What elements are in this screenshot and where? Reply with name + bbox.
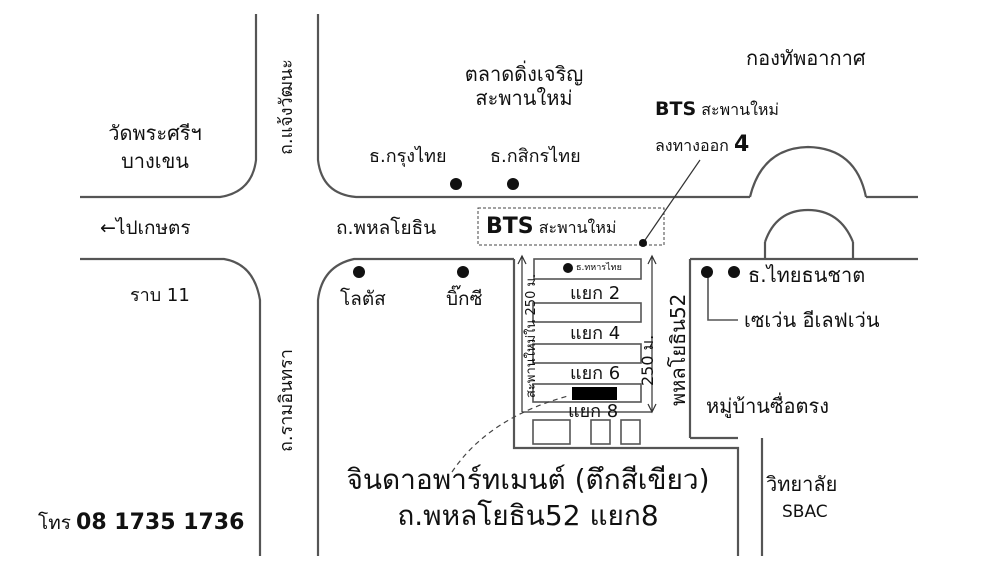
phone-label: โทร 08 1735 1736 — [38, 510, 245, 535]
roads — [80, 14, 918, 556]
kasikorn-bank-label: ธ.กสิกรไทย — [490, 146, 581, 167]
poi-dot-icon — [457, 266, 469, 278]
overpass-inner-arch — [763, 208, 855, 243]
poi-dot-icon — [563, 263, 573, 273]
poi-dot-icon — [701, 266, 713, 278]
krungthai-bank-label: ธ.กรุงไทย — [369, 146, 447, 167]
phahonyothin-top-edge-left — [80, 14, 258, 199]
market-label: ตลาดดิ่งเจริญ สะพานใหม่ — [464, 62, 584, 110]
soi-2-label: แยก 2 — [570, 283, 621, 304]
block-soi-6 — [532, 383, 642, 403]
road-phahonyothin52-label: พหลโยธิน52 — [666, 293, 690, 406]
phahonyothin-bottom-edge-mid — [316, 257, 514, 556]
apartment-label: จินดาอพาร์ทเมนต์ (ตึกสีเขียว) ถ.พหลโยธิน… — [346, 463, 710, 532]
arrow-up-icon — [517, 254, 527, 265]
poi-dot-icon — [353, 266, 365, 278]
soi-52-left-edge — [512, 259, 740, 556]
road-phahonyothin-label: ถ.พหลโยธิน — [336, 217, 437, 239]
road-chaengwattana-label: ถ.แจ้งวัฒนะ — [276, 59, 297, 155]
poi-dot-icon — [507, 178, 519, 190]
bts-station-label: BTS สะพานใหม่ — [486, 214, 617, 239]
military-bank-label: ธ.ทหารไทย — [576, 263, 622, 273]
road-ramintra-label: ถ.รามอินทรา — [276, 348, 297, 452]
distance-250-left-label: สะพานใหม่ใน 250 ม. — [524, 273, 539, 398]
soi-blocks — [532, 258, 642, 445]
seven-eleven-leader — [707, 272, 738, 321]
block-soi-4 — [532, 343, 642, 364]
poi-dot-icon — [639, 239, 647, 247]
military-bank-block — [533, 258, 642, 280]
bts-station-box — [477, 207, 665, 246]
soi-4-label: แยก 4 — [570, 323, 621, 344]
big-c-label: บิ๊กซี — [446, 288, 483, 310]
sbac-label: SBAC — [782, 502, 828, 522]
thanachart-bank-label: ธ.ไทยธนชาต — [748, 263, 866, 287]
overpass-outer-arch — [748, 145, 868, 198]
soi-6-label: แยก 6 — [570, 363, 621, 384]
phahonyothin-top-edge-mid — [316, 14, 750, 199]
temple-label: วัดพระศรีฯ บางเขน — [108, 121, 202, 173]
small-block-2 — [590, 419, 611, 445]
poi-dot-icon — [728, 266, 740, 278]
small-block-3 — [620, 419, 641, 445]
rab-11-label: ราบ 11 — [130, 285, 190, 306]
college-label: วิทยาลัย — [766, 472, 838, 496]
seven-eleven-label: เซเว่น อีเลฟเว่น — [744, 308, 880, 332]
apartment-building-block — [572, 387, 617, 400]
to-kaset-label: ←ไปเกษตร — [100, 217, 191, 239]
bts-exit-leader — [642, 159, 701, 244]
small-block-1 — [532, 419, 571, 445]
block-soi-2 — [532, 302, 642, 323]
phahonyothin-bottom-edge-left — [80, 257, 262, 556]
poi-dot-icon — [450, 178, 462, 190]
distance-250-right-label: 250 ม. — [638, 334, 657, 386]
bts-exit-label-line2: ลงทางออก 4 — [655, 132, 750, 157]
poi-markers — [353, 178, 740, 278]
village-sue-trong-label: หมู่บ้านซื่อตรง — [706, 394, 830, 418]
arrow-up-icon — [647, 254, 657, 265]
bts-exit-label-line1: BTS สะพานใหม่ — [655, 98, 779, 120]
soi-8-label: แยก 8 — [568, 401, 619, 422]
airforce-label: กองทัพอากาศ — [746, 46, 866, 70]
apartment-dashed-pointer — [451, 395, 569, 473]
distance-arrows — [517, 254, 657, 414]
lotus-label: โลตัส — [340, 288, 386, 310]
